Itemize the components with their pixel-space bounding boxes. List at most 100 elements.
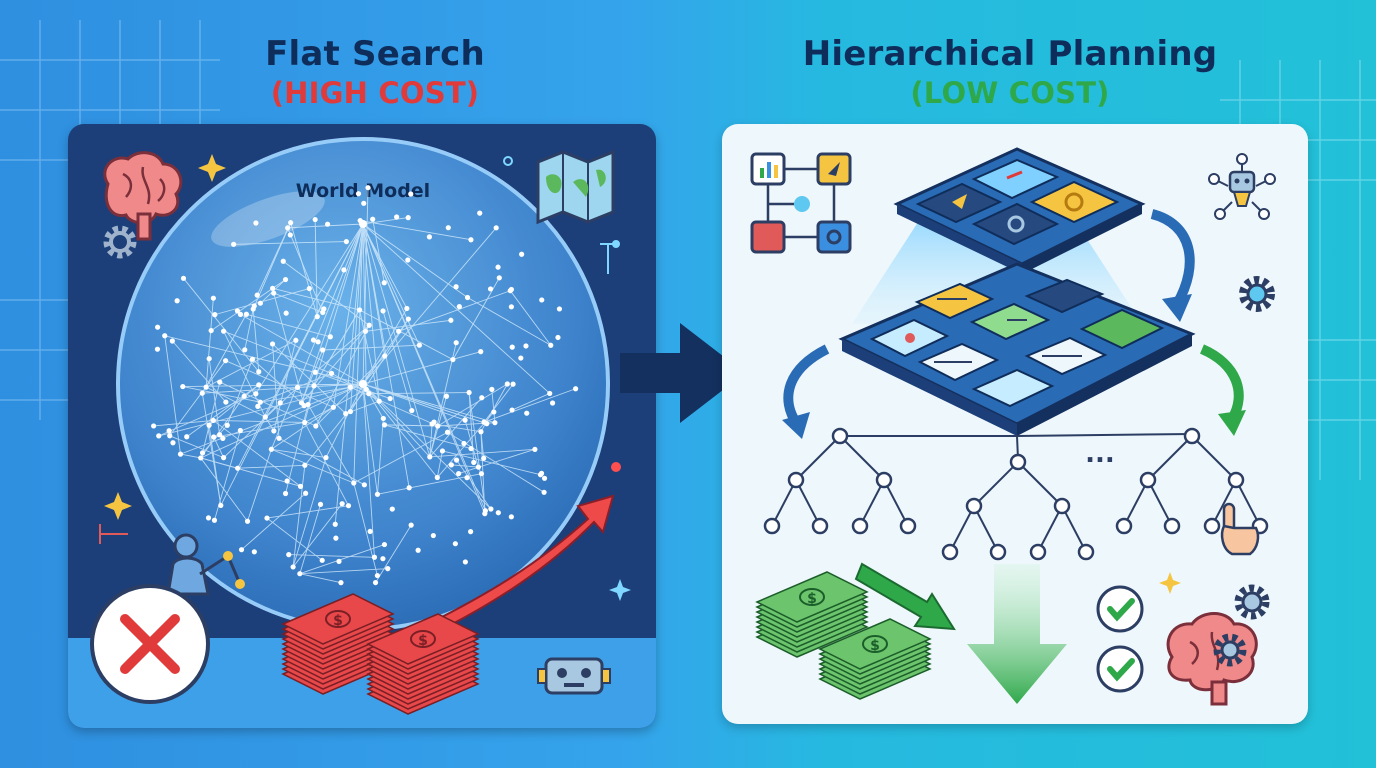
network-node	[206, 356, 212, 362]
network-node	[363, 386, 369, 392]
network-node	[532, 446, 538, 452]
network-node	[539, 297, 545, 303]
gear-icon	[1239, 276, 1275, 312]
network-node	[276, 435, 282, 441]
network-node	[306, 285, 312, 292]
network-node	[374, 572, 381, 579]
network-node	[448, 317, 454, 323]
network-node	[456, 304, 462, 310]
network-node	[382, 353, 388, 359]
network-node	[380, 556, 386, 562]
tree-node	[1115, 517, 1133, 535]
network-node	[487, 286, 494, 292]
person-icon	[166, 533, 245, 596]
network-node	[380, 308, 386, 314]
network-node	[301, 403, 307, 409]
dense-network-graph	[151, 185, 579, 586]
network-node	[321, 306, 327, 312]
network-node	[416, 342, 422, 348]
network-node	[155, 324, 161, 330]
network-node	[427, 454, 433, 460]
network-node	[151, 423, 157, 429]
network-node	[249, 356, 256, 362]
network-node	[347, 408, 354, 415]
right-title: Hierarchical Planning	[802, 34, 1218, 74]
network-node	[312, 216, 318, 223]
network-node	[555, 334, 561, 341]
network-node	[218, 502, 224, 509]
network-node	[380, 415, 386, 422]
flowchart-icon	[750, 152, 852, 254]
tree-node	[1009, 453, 1027, 471]
network-node	[297, 483, 304, 489]
network-node	[431, 419, 437, 425]
network-node	[317, 501, 324, 507]
network-node	[406, 485, 412, 491]
tree-node	[1227, 471, 1245, 489]
network-node	[434, 474, 440, 481]
network-node	[262, 414, 268, 420]
network-node	[166, 428, 172, 434]
network-node	[286, 552, 292, 558]
network-node	[492, 420, 498, 426]
network-node	[256, 369, 262, 375]
network-node	[320, 347, 326, 353]
network-node	[508, 514, 514, 520]
network-node	[257, 399, 263, 405]
curved-arrow-icon	[1199, 344, 1244, 422]
network-node	[452, 541, 458, 547]
network-node	[198, 455, 204, 461]
svg-text:$: $	[333, 613, 343, 629]
tree-node	[989, 543, 1007, 561]
network-node	[199, 390, 205, 396]
network-node	[481, 419, 487, 425]
abstract-plan-layer	[893, 147, 1146, 274]
network-node	[220, 435, 226, 441]
network-node	[409, 407, 415, 414]
network-node	[478, 471, 485, 477]
network-node	[271, 290, 277, 296]
subgoal-layer	[838, 262, 1196, 436]
ellipsis-label: ...	[1085, 439, 1115, 469]
network-node	[510, 381, 516, 387]
network-node	[323, 454, 329, 461]
check-icon	[1096, 645, 1144, 693]
network-node	[376, 398, 382, 404]
network-node	[508, 304, 514, 310]
network-node	[464, 475, 470, 481]
network-node	[244, 518, 251, 524]
transition-arrow-icon	[620, 323, 745, 423]
network-node	[210, 417, 216, 424]
gear-icon	[103, 225, 137, 259]
network-node	[381, 541, 388, 548]
tree-node	[1203, 517, 1221, 535]
network-node	[205, 515, 212, 521]
network-node	[217, 379, 223, 385]
network-node	[251, 549, 257, 555]
network-node	[361, 200, 367, 206]
network-node	[277, 400, 283, 406]
network-node	[347, 384, 353, 390]
cross-icon	[90, 584, 210, 704]
network-node	[462, 417, 468, 423]
network-node	[313, 423, 319, 429]
network-node	[415, 547, 421, 553]
svg-text:$: $	[418, 633, 428, 649]
money-stack-icon: $$	[755, 571, 932, 700]
network-node	[297, 571, 303, 577]
network-node	[328, 370, 335, 376]
tree-node	[1029, 543, 1047, 561]
down-arrow-icon	[967, 564, 1067, 704]
left-subtitle-high-cost: (HIGH COST)	[270, 76, 480, 110]
network-node	[453, 457, 460, 463]
network-node	[435, 423, 441, 429]
network-node	[471, 459, 477, 466]
network-node	[288, 220, 294, 226]
network-node	[312, 369, 318, 375]
money-stack-icon: $$	[281, 593, 480, 715]
network-node	[302, 462, 308, 468]
network-node	[573, 386, 579, 392]
network-node	[305, 401, 311, 408]
network-node	[302, 419, 308, 426]
network-node	[366, 322, 372, 328]
